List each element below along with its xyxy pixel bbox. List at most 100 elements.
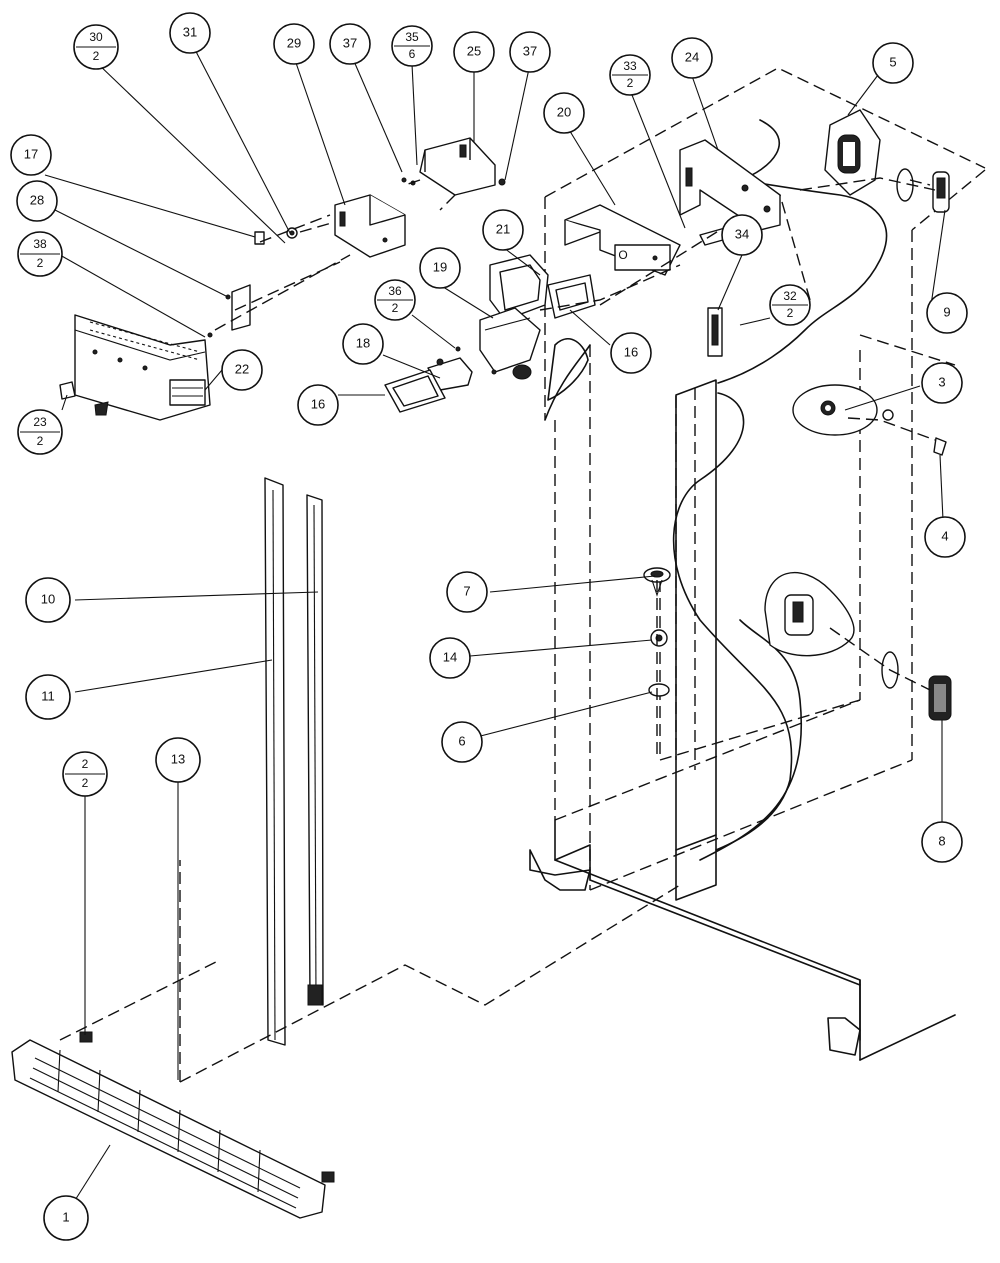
light-socket-5	[824, 109, 914, 202]
callout-17: 17	[10, 134, 52, 176]
svg-text:32: 32	[783, 289, 797, 303]
callout-23: 23 2	[17, 409, 63, 455]
callout-13: 13	[155, 737, 201, 783]
callout-9: 9	[926, 292, 968, 334]
callout-16-right: 16	[610, 332, 652, 374]
svg-text:6: 6	[458, 733, 465, 748]
callout-10: 10	[25, 577, 71, 623]
svg-text:11: 11	[41, 688, 55, 703]
evap-cover-oval	[792, 384, 878, 436]
svg-text:34: 34	[735, 226, 749, 241]
callout-32: 32 2	[769, 284, 811, 326]
leader-lines	[44, 39, 946, 1206]
callout-11: 11	[25, 674, 71, 720]
callout-30: 30 2	[73, 24, 119, 70]
lamp-8	[928, 675, 952, 721]
svg-text:20: 20	[557, 104, 571, 119]
svg-text:2: 2	[787, 306, 794, 320]
svg-text:3: 3	[938, 374, 945, 389]
svg-text:7: 7	[463, 583, 470, 598]
svg-text:18: 18	[356, 335, 370, 350]
callout-4: 4	[924, 516, 966, 558]
callout-34: 34	[721, 214, 763, 256]
svg-text:17: 17	[24, 146, 38, 161]
svg-text:8: 8	[938, 833, 945, 848]
svg-text:14: 14	[443, 649, 457, 664]
svg-text:13: 13	[171, 751, 185, 766]
callout-37-left: 37	[329, 23, 371, 65]
svg-text:30: 30	[89, 30, 103, 44]
damper-assembly	[384, 254, 596, 413]
svg-text:10: 10	[41, 591, 55, 606]
svg-text:9: 9	[943, 304, 950, 319]
callout-29: 29	[273, 23, 315, 65]
callout-6: 6	[441, 721, 483, 763]
svg-text:2: 2	[82, 757, 89, 771]
svg-text:23: 23	[33, 415, 47, 429]
lower-switch-cutout	[764, 571, 899, 689]
toe-grille-1	[11, 1031, 335, 1219]
svg-text:2: 2	[37, 256, 44, 270]
svg-text:2: 2	[37, 434, 44, 448]
callouts: 30 2 31 29 37 35 6 25 37	[10, 12, 968, 1241]
callout-14: 14	[429, 637, 471, 679]
svg-text:35: 35	[405, 30, 419, 44]
svg-text:4: 4	[941, 528, 948, 543]
callout-3: 3	[921, 362, 963, 404]
svg-text:28: 28	[30, 192, 44, 207]
svg-text:25: 25	[467, 43, 481, 58]
svg-text:2: 2	[392, 301, 399, 315]
callout-24: 24	[671, 37, 713, 79]
callout-28: 28	[16, 180, 58, 222]
svg-text:21: 21	[496, 221, 510, 236]
callout-20: 20	[543, 92, 585, 134]
svg-text:16: 16	[624, 344, 638, 359]
svg-text:29: 29	[287, 35, 301, 50]
knobs-23	[59, 381, 109, 416]
dashed-connectors	[59, 177, 956, 1083]
callout-16-left: 16	[297, 384, 339, 426]
svg-text:24: 24	[685, 49, 699, 64]
housing-20: O	[564, 204, 681, 276]
control-panel-22	[74, 314, 211, 421]
svg-text:37: 37	[523, 43, 537, 58]
svg-text:19: 19	[433, 259, 447, 274]
callout-33: 33 2	[609, 54, 651, 96]
svg-text:37: 37	[343, 35, 357, 50]
lamp-9	[932, 171, 950, 213]
svg-text:31: 31	[183, 24, 197, 39]
callout-35: 35 6	[391, 25, 433, 67]
svg-text:2: 2	[93, 49, 100, 63]
svg-text:22: 22	[235, 361, 249, 376]
callout-8: 8	[921, 821, 963, 863]
svg-text:5: 5	[889, 54, 896, 69]
svg-text:O: O	[618, 248, 627, 262]
svg-text:38: 38	[33, 237, 47, 251]
svg-text:36: 36	[388, 284, 402, 298]
callout-2: 2 2	[62, 751, 108, 797]
svg-text:33: 33	[623, 59, 637, 73]
bracket-25	[419, 137, 506, 196]
callout-31: 31	[169, 12, 211, 54]
svg-text:1: 1	[62, 1209, 69, 1224]
svg-text:6: 6	[409, 47, 416, 61]
drain-parts	[643, 567, 671, 697]
callout-38: 38 2	[17, 231, 63, 277]
callout-36: 36 2	[374, 279, 416, 321]
callout-37-right: 37	[509, 31, 551, 73]
svg-text:16: 16	[311, 396, 325, 411]
switch-34	[707, 307, 723, 357]
callout-21: 21	[482, 209, 524, 251]
door-seal-strips	[264, 477, 324, 1046]
refrigerator-cabinet	[529, 67, 986, 1061]
callout-25: 25	[453, 31, 495, 73]
svg-text:2: 2	[82, 776, 89, 790]
callout-22: 22	[221, 349, 263, 391]
callout-5: 5	[872, 42, 914, 84]
svg-text:2: 2	[627, 76, 634, 90]
callout-7: 7	[446, 571, 488, 613]
control-box-29	[334, 194, 406, 258]
screw-4	[882, 409, 947, 456]
callout-19: 19	[419, 247, 461, 289]
